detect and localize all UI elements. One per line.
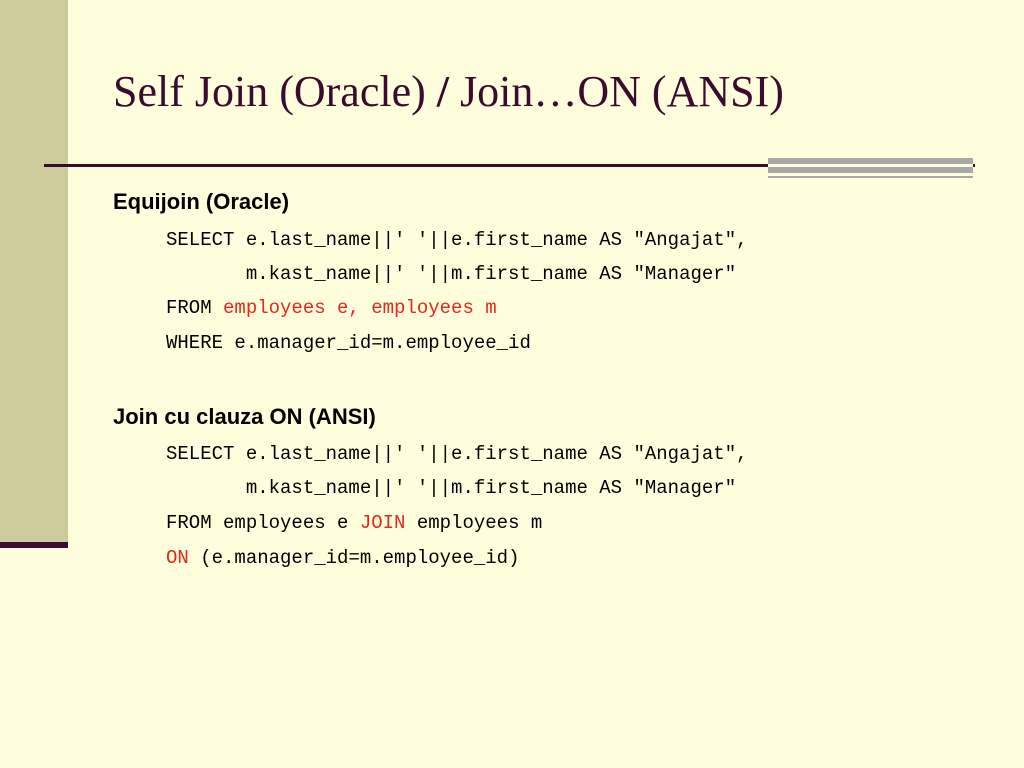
code-highlight: JOIN xyxy=(359,512,406,534)
code-line: ON (e.manager_id=m.employee_id) xyxy=(166,549,519,568)
code-highlight: employees e, employees m xyxy=(223,297,497,319)
code-suffix: (e.manager_id=m.employee_id) xyxy=(188,547,520,569)
code-line: m.kast_name||' '||m.first_name AS "Manag… xyxy=(166,263,737,285)
left-bar-base-line xyxy=(0,542,68,548)
code-suffix: employees m xyxy=(405,512,543,534)
code-keyword: FROM employees e xyxy=(166,512,360,534)
title-rule-accent-stripes xyxy=(768,158,973,178)
code-line: m.kast_name||' '||m.first_name AS "Manag… xyxy=(166,477,737,499)
title-underline-rule xyxy=(44,164,975,167)
code-line: SELECT e.last_name||' '||e.first_name AS… xyxy=(166,443,748,465)
left-decorative-bar xyxy=(0,0,68,544)
code-line: FROM employees e, employees m xyxy=(166,299,497,318)
code-line: FROM employees e JOIN employees m xyxy=(166,514,542,533)
section-heading-join-on: Join cu clauza ON (ANSI) xyxy=(113,404,376,429)
code-line: WHERE e.manager_id=m.employee_id xyxy=(166,332,531,354)
slide-title: Self Join (Oracle) / Join…ON (ANSI) xyxy=(113,70,784,114)
title-part-2: Join…ON (ANSI) xyxy=(449,67,784,116)
section-heading-equijoin: Equijoin (Oracle) xyxy=(113,189,290,214)
title-part-1: Self Join (Oracle) xyxy=(113,67,437,116)
code-highlight: ON xyxy=(166,547,189,569)
title-separator: / xyxy=(436,67,450,116)
code-line: SELECT e.last_name||' '||e.first_name AS… xyxy=(166,229,748,251)
code-keyword: FROM xyxy=(166,297,224,319)
